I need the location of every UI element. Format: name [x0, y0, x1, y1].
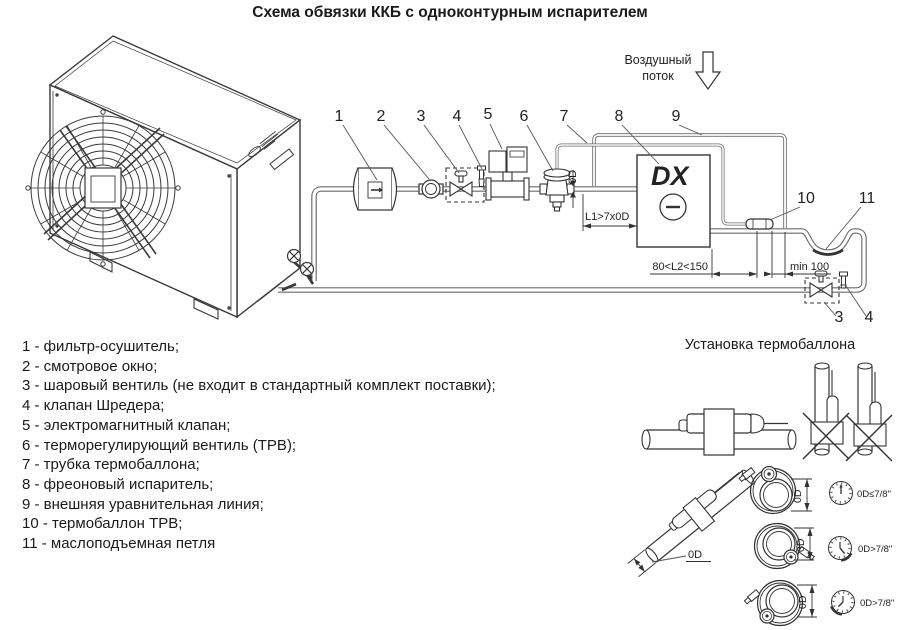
callout-7: 7	[560, 108, 569, 125]
callout-2: 2	[377, 108, 386, 125]
bulb-install-correct	[641, 408, 797, 456]
callout-leaders	[342, 123, 867, 317]
bulb-install-wrong-1	[802, 362, 850, 460]
bulb-clamp	[703, 408, 735, 456]
schrader-valve-liquid	[477, 165, 486, 187]
callout-10: 10	[797, 190, 815, 207]
dimension-annotations	[570, 170, 831, 278]
evaporator-dx-label: DX	[651, 161, 690, 191]
callout-8: 8	[615, 108, 624, 125]
sight-glass	[418, 179, 444, 199]
tev-valve	[539, 168, 575, 212]
vent-slot	[269, 148, 295, 171]
bulb-position-small-pipe	[738, 465, 812, 515]
rule-large-pipe-2: 0D>7/8"	[860, 598, 894, 609]
callout-5: 5	[484, 106, 493, 123]
legend-item: 4 - клапан Шредера;	[22, 397, 165, 415]
clock-icon-4oclock	[828, 536, 853, 562]
page-title: Схема обвязки ККБ с одноконтурным испари…	[252, 4, 648, 21]
oil-loop-shading	[812, 248, 844, 256]
bulb-position-large-pipe-4oclock	[753, 522, 815, 570]
legend-item: 10 - термобаллон ТРВ;	[22, 515, 183, 533]
legend-item: 2 - смотровое окно;	[22, 357, 158, 375]
legend-item: 5 - электромагнитный клапан;	[22, 416, 231, 434]
schrader-valve-suction	[839, 271, 848, 289]
dim-l1-label: L1>7x0D	[585, 211, 629, 223]
cross-out-icon	[802, 412, 850, 460]
suction-line-fittings	[804, 270, 848, 304]
legend-item: 6 - терморегулирующий вентиль (ТРВ);	[22, 436, 297, 454]
brand-logo	[248, 131, 279, 158]
filter-drier	[352, 167, 398, 211]
legend-item: 8 - фреоновый испаритель;	[22, 475, 214, 493]
unit-foot	[89, 251, 113, 273]
liquid-line-components	[352, 146, 575, 212]
legend-item: 7 - трубка термобаллона;	[22, 456, 200, 474]
dim-min100-label: min 100	[790, 261, 829, 273]
callout-numbers: 1 2 3 4 5 6 7 8 9 10 11 3 4	[335, 106, 876, 326]
dim-l2-label: 80<L2<150	[652, 261, 708, 273]
dashed-box	[445, 167, 485, 203]
solenoid-valve	[485, 146, 530, 201]
unit-front-face	[49, 83, 238, 319]
callout-4b: 4	[865, 309, 874, 326]
pipes	[278, 133, 867, 293]
legend-item: 1 - фильтр-осушитель;	[22, 338, 180, 355]
cross-out-icon	[845, 414, 893, 462]
callout-3b: 3	[835, 309, 844, 326]
thermal-bulb	[745, 218, 774, 230]
ball-valve-liquid	[445, 167, 485, 203]
callout-4: 4	[453, 108, 462, 125]
rule-large-pipe-1: 0D>7/8"	[858, 544, 892, 555]
dim-pipe-od-label: 0D	[567, 170, 579, 184]
diagonal-od-label: 0D	[688, 549, 702, 561]
air-flow-arrow-icon	[694, 51, 722, 91]
bulb-install-diagonal-pipe: 0D	[627, 469, 755, 578]
ball-valve-suction	[804, 270, 840, 304]
rule-small-pipe: 0D≤7/8"	[857, 489, 891, 500]
condensing-unit	[25, 35, 315, 320]
suction-line	[278, 228, 867, 293]
service-valves	[281, 248, 315, 292]
bulb-position-large-pipe-8oclock	[743, 579, 817, 627]
air-flow-label-line2: поток	[642, 69, 674, 83]
cs2-od-label: 0D	[795, 538, 807, 552]
bulb-install-wrong-2	[845, 362, 893, 462]
callout-3: 3	[417, 108, 426, 125]
callout-9: 9	[672, 108, 681, 125]
callout-6: 6	[520, 108, 529, 125]
evaporator: DX	[636, 154, 711, 248]
cs3-od-label: 0D	[797, 595, 809, 609]
legend-item: 9 - внешняя уравнительная линия;	[22, 495, 264, 513]
callout-11: 11	[859, 190, 876, 207]
clock-icon-8oclock	[830, 590, 855, 616]
clock-icon-12	[829, 481, 853, 505]
air-flow: Воздушный поток	[624, 51, 722, 91]
bulb-install-heading: Установка термобаллона	[684, 337, 856, 353]
legend-item: 3 - шаровый вентиль (не входит в стандар…	[22, 377, 496, 395]
legend: 1 - фильтр-осушитель; 2 - смотровое окно…	[22, 337, 496, 554]
callout-1: 1	[335, 108, 344, 125]
air-flow-label-line1: Воздушный	[624, 53, 691, 67]
unit-foot	[193, 298, 219, 320]
legend-item: 11 - маслоподъемная петля	[22, 535, 216, 553]
cs1-od-label: 0D	[792, 489, 804, 503]
